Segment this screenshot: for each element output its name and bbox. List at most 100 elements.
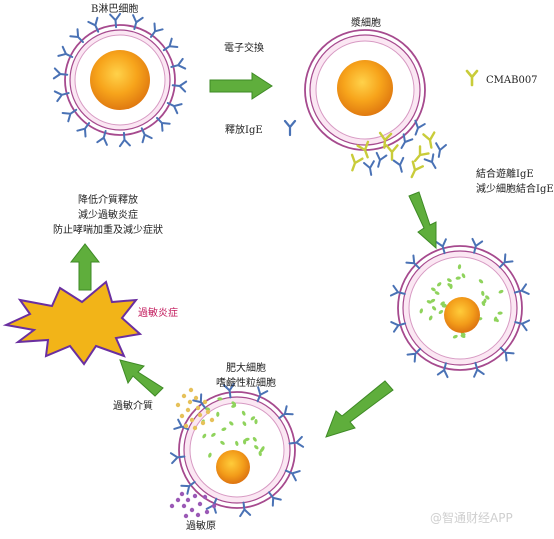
particle-icon [209, 417, 215, 423]
granule-icon [426, 300, 432, 304]
nucleus-icon [216, 450, 250, 484]
antibody-icon [414, 119, 426, 136]
free-ige-antibody-icon [283, 119, 297, 137]
allergen-particles-icon [169, 491, 217, 519]
granule-icon [205, 407, 211, 411]
antibody-icon [406, 347, 422, 363]
particle-icon [202, 399, 208, 405]
antibody-icon [422, 131, 436, 149]
antibody-icon [498, 253, 514, 269]
antibody-icon [473, 361, 485, 378]
antibody-icon [410, 160, 424, 179]
granule-icon [252, 437, 257, 442]
particle-icon [185, 407, 191, 413]
antibody-icon [52, 67, 69, 80]
granule-icon [440, 301, 445, 306]
nucleus-icon [337, 60, 393, 116]
antibody-icon [389, 284, 406, 297]
particle-icon [188, 387, 194, 393]
particle-icon [195, 405, 201, 411]
antibody-icon [284, 469, 301, 482]
antibody-icon [375, 151, 388, 168]
particle-icon [211, 503, 217, 509]
granule-icon [244, 437, 250, 442]
antibody-icon [118, 131, 131, 148]
antibody-icon [69, 28, 85, 44]
outcome-3: 防止哮喘加重及減少症狀 [53, 225, 163, 236]
granule-icon [455, 276, 461, 280]
granule-icon [211, 432, 216, 437]
antibody-icon [166, 102, 183, 115]
outcome-1: 降低介質釋放 [78, 195, 138, 206]
antibody-icon [76, 122, 91, 138]
granule-icon [250, 416, 256, 421]
granule-icon [241, 410, 246, 416]
antibody-icon [53, 90, 70, 103]
granule-icon [434, 291, 440, 295]
granule-icon [431, 306, 437, 311]
antibody-icon [385, 144, 399, 161]
antibody-icon [405, 254, 421, 270]
arrow-icon [69, 243, 101, 291]
allergen-label: 過敏原 [186, 521, 216, 532]
cmab007-label: CMAB007 [486, 75, 538, 86]
antibody-icon [390, 321, 407, 333]
antibody-icon [171, 80, 188, 93]
antibody-icon [239, 501, 252, 518]
granule-icon [200, 397, 265, 465]
particle-icon [187, 399, 193, 405]
granule-icon [485, 295, 490, 300]
antibody-icon [350, 119, 447, 179]
allergic-inflammation-label: 過敏炎症 [138, 308, 178, 319]
granule-icon [419, 264, 504, 339]
particle-icon [175, 402, 181, 408]
granule-icon [229, 421, 234, 426]
particle-icon [204, 509, 210, 515]
granule-icon [231, 401, 237, 406]
granule-icon [447, 278, 452, 283]
nucleus-icon [90, 50, 150, 110]
basophil-text: 嗜鹼性粒細胞 [216, 378, 276, 389]
arrow-icon [119, 359, 164, 397]
antibody-icon [162, 37, 179, 52]
coated-mast-cell [389, 237, 531, 379]
antibody-icon [52, 12, 188, 148]
particle-icon [197, 412, 203, 418]
granule-icon [457, 264, 462, 270]
antibody-icon [378, 131, 393, 149]
reduce-binding-text: 減少細胞結合IgE [476, 184, 554, 195]
antibody-icon [57, 45, 74, 58]
antibody-icon [514, 319, 531, 332]
granule-icon [428, 315, 433, 321]
particle-icon [179, 491, 185, 497]
granule-icon [254, 419, 258, 425]
antibody-icon [173, 418, 190, 431]
granule-icon [441, 304, 447, 308]
electron-exchange-label: 電子交換 [224, 43, 264, 54]
antibody-icon [169, 452, 186, 465]
arrow-icon [325, 380, 394, 438]
particle-icon [185, 497, 191, 503]
particle-icon [189, 417, 195, 423]
bind-free-ige-text: 結合遊離IgE [476, 169, 534, 180]
particle-icon [205, 409, 211, 415]
antibody-icon [192, 393, 207, 409]
particle-icon [183, 423, 189, 429]
antibody-icon [109, 12, 122, 29]
antibody-icon [363, 160, 375, 176]
antibody-icon [392, 156, 405, 173]
antibody-icon [499, 346, 515, 362]
mediator-particles-icon [175, 387, 215, 431]
plasma-cell-label: 漿細胞 [351, 18, 381, 29]
particle-icon [195, 512, 201, 518]
granule-icon [242, 421, 247, 426]
granule-icon [452, 334, 458, 339]
granule-icon [498, 289, 504, 294]
antibody-icon [256, 386, 269, 403]
antibody-icon [471, 237, 484, 254]
antibody-icon [435, 238, 447, 255]
arrow-icon [408, 191, 437, 250]
antibody-icon [400, 133, 414, 150]
particle-icon [183, 513, 189, 519]
